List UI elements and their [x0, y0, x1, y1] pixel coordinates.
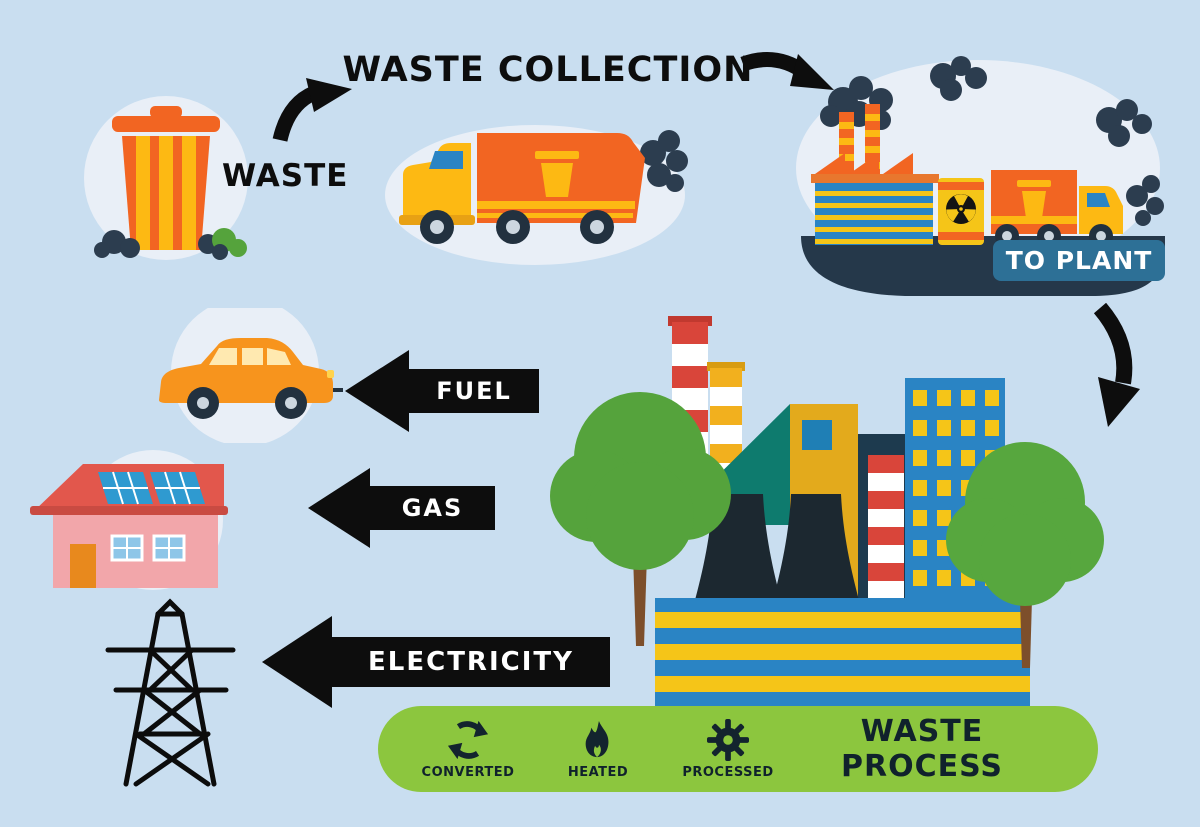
process-step-processed: PROCESSED	[676, 718, 780, 780]
process-step-heated: HEATED	[546, 719, 650, 780]
collection-to-plant-arrow	[740, 52, 834, 90]
fuel-arrow-label: FUEL	[409, 369, 539, 413]
gear-icon	[707, 718, 749, 761]
waste-label: WASTE	[222, 158, 349, 194]
processing-plant-illustration	[550, 316, 1104, 716]
to-plant-badge: TO PLANT	[993, 240, 1165, 281]
waste-to-collection-arrow	[272, 78, 352, 142]
electricity-arrow: ELECTRICITY	[262, 616, 610, 708]
car-illustration	[159, 308, 343, 443]
process-title: WASTE PROCESS	[841, 714, 1003, 784]
house-illustration	[30, 450, 228, 590]
power-pylon-illustration	[105, 598, 236, 787]
solar-panel-icon	[98, 471, 205, 505]
gas-arrow-head	[308, 468, 370, 548]
process-step-converted: CONVERTED	[416, 719, 520, 780]
gas-arrow: GAS	[308, 468, 495, 548]
plant-down-arrow	[1093, 303, 1140, 427]
process-steps: CONVERTED HEATED	[416, 718, 780, 780]
electricity-arrow-label: ELECTRICITY	[332, 637, 610, 687]
fuel-arrow-head	[345, 350, 409, 432]
gas-arrow-label: GAS	[370, 486, 495, 530]
flame-icon	[585, 720, 609, 757]
step-label-converted: CONVERTED	[421, 764, 515, 780]
garbage-truck-illustration	[385, 125, 688, 265]
electricity-arrow-head	[262, 616, 332, 708]
radiation-icon	[946, 194, 976, 224]
recycle-icon	[447, 720, 489, 759]
step-label-processed: PROCESSED	[682, 764, 774, 780]
step-label-heated: HEATED	[567, 764, 629, 780]
page-title: WASTE COLLECTION	[342, 50, 754, 90]
fuel-arrow: FUEL	[345, 350, 539, 432]
waste-process-banner: CONVERTED HEATED	[378, 706, 1098, 792]
trash-can-illustration	[84, 96, 248, 260]
